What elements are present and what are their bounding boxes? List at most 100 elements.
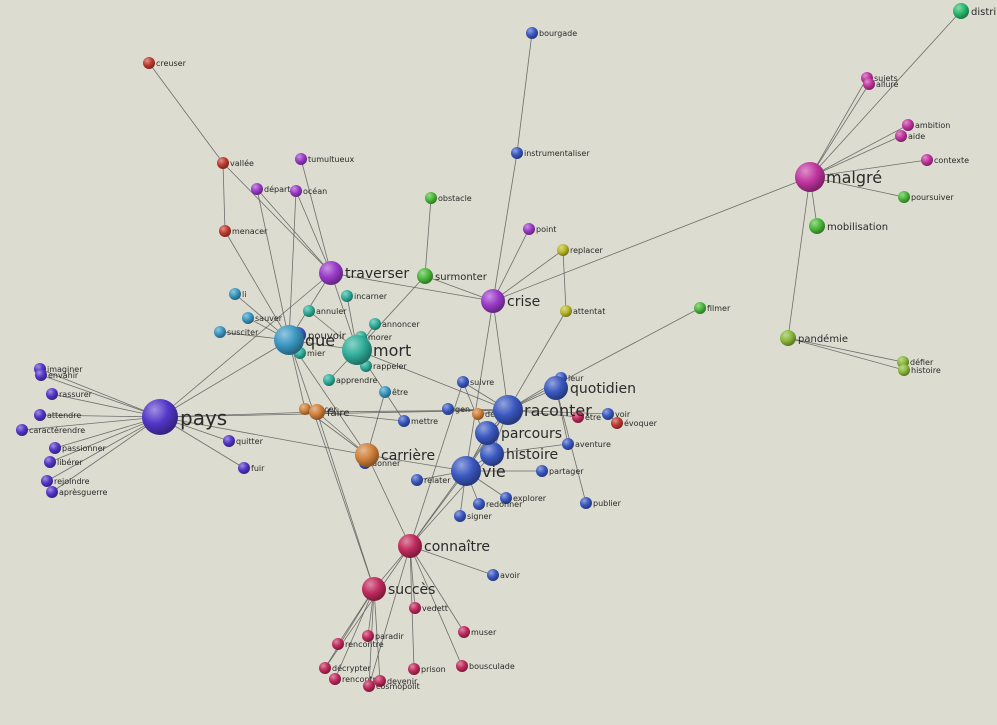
- node-circle-li[interactable]: [229, 288, 241, 300]
- node-surmonter[interactable]: surmonter: [417, 268, 488, 284]
- node-partager[interactable]: partager: [536, 465, 584, 477]
- node-circle-relater[interactable]: [411, 474, 423, 486]
- node-etre[interactable]: être: [379, 386, 408, 398]
- node-circle-bousculade[interactable]: [456, 660, 468, 672]
- node-circle-prison[interactable]: [408, 663, 420, 675]
- node-circle-liberer[interactable]: [44, 456, 56, 468]
- node-distribution[interactable]: distrib: [953, 3, 997, 19]
- node-circle-depart[interactable]: [251, 183, 263, 195]
- node-carriere[interactable]: carrière: [355, 443, 435, 467]
- node-muser[interactable]: muser: [458, 626, 497, 638]
- node-susciter[interactable]: susciter: [214, 326, 259, 338]
- node-malgre[interactable]: malgré: [795, 162, 882, 192]
- node-circle-avoir[interactable]: [487, 569, 499, 581]
- node-faire[interactable]: faire: [309, 404, 349, 420]
- node-ocean[interactable]: océan: [290, 185, 327, 197]
- node-circle-mort[interactable]: [342, 335, 372, 365]
- node-apprendre[interactable]: apprendre: [323, 374, 377, 386]
- node-circle-signer[interactable]: [454, 510, 466, 522]
- node-circle-apresguerre[interactable]: [46, 486, 58, 498]
- node-circle-allure[interactable]: [863, 78, 875, 90]
- node-circle-caracterendre[interactable]: [16, 424, 28, 436]
- node-circle-gen[interactable]: [442, 403, 454, 415]
- node-mort[interactable]: mort: [342, 335, 411, 365]
- node-bourgade[interactable]: bourgade: [526, 27, 577, 39]
- node-decrypter[interactable]: décrypter: [319, 662, 372, 674]
- node-circle-passionner[interactable]: [49, 442, 61, 454]
- node-circle-evoquer[interactable]: [611, 417, 623, 429]
- node-circle-publier[interactable]: [580, 497, 592, 509]
- node-circle-incarner[interactable]: [341, 290, 353, 302]
- node-circle-aventure[interactable]: [562, 438, 574, 450]
- node-circle-bourgade[interactable]: [526, 27, 538, 39]
- node-instrumentaliser[interactable]: instrumentaliser: [511, 147, 590, 159]
- node-mettre[interactable]: mettre: [398, 415, 438, 427]
- node-circle-creuser[interactable]: [143, 57, 155, 69]
- node-circle-quotidien[interactable]: [544, 376, 568, 400]
- node-apresguerre[interactable]: aprèsguerre: [46, 486, 108, 498]
- node-voir[interactable]: voir: [602, 408, 631, 420]
- node-evoquer[interactable]: évoquer: [611, 417, 658, 429]
- node-circle-malgre[interactable]: [795, 162, 825, 192]
- node-circle-aide[interactable]: [895, 130, 907, 142]
- node-circle-rejoindre[interactable]: [41, 475, 53, 487]
- node-circle-distribution[interactable]: [953, 3, 969, 19]
- node-circle-pandemie[interactable]: [780, 330, 796, 346]
- node-lancer[interactable]: lancer: [299, 403, 338, 415]
- node-liberer[interactable]: libérer: [44, 456, 83, 468]
- node-passionner[interactable]: passionner: [49, 442, 106, 454]
- node-contexte[interactable]: contexte: [921, 154, 969, 166]
- node-circle-point[interactable]: [523, 223, 535, 235]
- node-replacer[interactable]: replacer: [557, 244, 604, 256]
- node-circle-obstacle[interactable]: [425, 192, 437, 204]
- node-circle-redonner[interactable]: [473, 498, 485, 510]
- node-circle-replacer[interactable]: [557, 244, 569, 256]
- node-creuser[interactable]: creuser: [143, 57, 187, 69]
- node-envahir[interactable]: envahir: [35, 369, 79, 381]
- node-circle-etre[interactable]: [379, 386, 391, 398]
- node-circle-menacer[interactable]: [219, 225, 231, 237]
- node-parcours[interactable]: parcours: [475, 421, 562, 445]
- node-circle-devenir[interactable]: [374, 675, 386, 687]
- node-circle-histoire[interactable]: [480, 442, 504, 466]
- node-circle-crise[interactable]: [481, 289, 505, 313]
- node-circle-mettre[interactable]: [398, 415, 410, 427]
- node-succes[interactable]: succès: [362, 577, 435, 601]
- node-circle-ocean[interactable]: [290, 185, 302, 197]
- node-sauver[interactable]: sauver: [242, 312, 283, 324]
- node-circle-tumultueux[interactable]: [295, 153, 307, 165]
- node-circle-annuler[interactable]: [303, 305, 315, 317]
- node-circle-explorer[interactable]: [500, 492, 512, 504]
- node-vallee[interactable]: vallée: [217, 157, 254, 169]
- node-pays[interactable]: pays: [142, 399, 227, 435]
- node-connaitre[interactable]: connaître: [398, 534, 490, 558]
- node-circle-rassurer[interactable]: [46, 388, 58, 400]
- node-publier[interactable]: publier: [580, 497, 622, 509]
- node-depart[interactable]: départ: [251, 183, 290, 195]
- node-menacer[interactable]: menacer: [219, 225, 268, 237]
- node-paradir[interactable]: paradir: [362, 630, 404, 642]
- node-circle-voir[interactable]: [602, 408, 614, 420]
- node-traverser[interactable]: traverser: [319, 261, 409, 285]
- node-incarner[interactable]: incarner: [341, 290, 388, 302]
- node-annuler[interactable]: annuler: [303, 305, 347, 317]
- node-suivre[interactable]: suivre: [457, 376, 494, 388]
- node-circle-envahir[interactable]: [35, 369, 47, 381]
- node-circle-hhistoire[interactable]: [898, 364, 910, 376]
- node-circle-traverser[interactable]: [319, 261, 343, 285]
- node-circle-cosmopolit[interactable]: [363, 680, 375, 692]
- node-circle-contexte[interactable]: [921, 154, 933, 166]
- node-circle-carriere[interactable]: [355, 443, 379, 467]
- node-ambition[interactable]: ambition: [902, 119, 950, 131]
- node-redonner[interactable]: redonner: [473, 498, 523, 510]
- node-circle-parcours[interactable]: [475, 421, 499, 445]
- node-etre2[interactable]: être: [572, 411, 601, 423]
- node-rencontre[interactable]: rencontre: [332, 638, 384, 650]
- node-aide[interactable]: aide: [895, 130, 925, 142]
- node-raconter[interactable]: raconter: [493, 395, 592, 425]
- node-rencontrer[interactable]: rencontr: [329, 673, 377, 685]
- node-gen[interactable]: gen: [442, 403, 470, 415]
- node-point[interactable]: point: [523, 223, 556, 235]
- node-circle-fuir[interactable]: [238, 462, 250, 474]
- node-relater[interactable]: relater: [411, 474, 451, 486]
